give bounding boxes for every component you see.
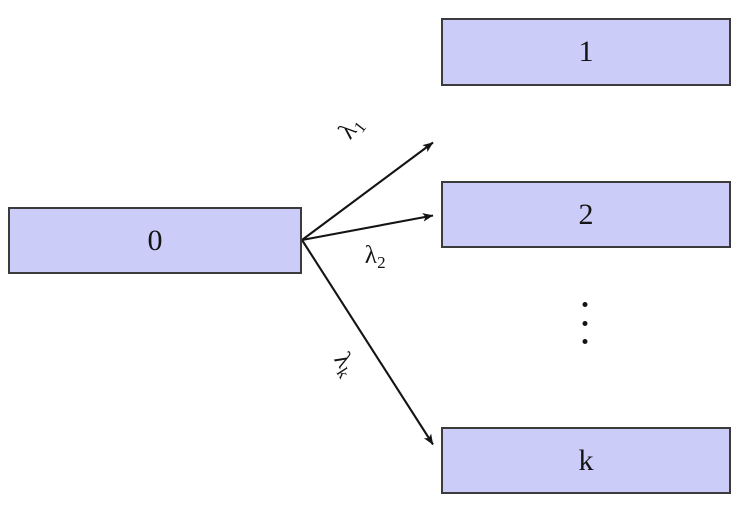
node-box-target-1[interactable]: 1 — [441, 18, 731, 86]
edge-label-lambda-1: λ1 — [334, 111, 371, 144]
node-box-target-2[interactable]: 2 — [441, 181, 731, 248]
ellipsis-dot — [582, 302, 588, 307]
node-box-target-k[interactable]: k — [441, 427, 731, 494]
vertical-ellipsis — [582, 302, 588, 344]
edge-label-lambda-k: λk — [328, 348, 363, 382]
ellipsis-dot — [582, 339, 588, 344]
node-box-source[interactable]: 0 — [8, 207, 302, 274]
edge-line-lambda-2 — [301, 213, 434, 242]
edge-line-lambda-k — [301, 239, 434, 446]
edge-label-lambda-2-base: λ — [364, 242, 377, 269]
node-label-source: 0 — [147, 223, 163, 257]
ellipsis-dot — [582, 320, 588, 326]
node-label-target-2: 2 — [578, 197, 594, 231]
edge-label-lambda-2-subscript: 2 — [377, 253, 386, 273]
edge-line-lambda-1 — [301, 141, 434, 241]
edge-label-lambda-2: λ2 — [364, 242, 386, 273]
node-label-target-1: 1 — [578, 35, 594, 68]
node-label-target-k: k — [578, 443, 594, 477]
